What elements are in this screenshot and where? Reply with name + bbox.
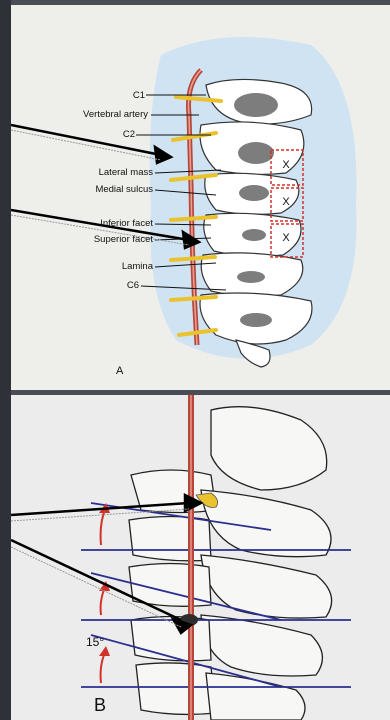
- label-c1: C1: [115, 90, 145, 101]
- label-c6: C6: [109, 280, 139, 291]
- lateral-body-2: [129, 517, 211, 561]
- panel-a-letter: A: [116, 365, 123, 377]
- label-c2: C2: [105, 129, 135, 140]
- lateral-vertebra-4: [201, 615, 322, 676]
- label-medial-sulcus: Medial sulcus: [51, 184, 153, 195]
- angle-label: 15°: [86, 637, 116, 648]
- label-lamina: Lamina: [51, 261, 153, 272]
- panel-b-diagram: 15° B: [11, 395, 390, 720]
- marker-x-1: X: [277, 160, 295, 171]
- label-vertebral-artery: Vertebral artery: [26, 109, 148, 120]
- label-superior-facet: Superior facet: [51, 234, 153, 245]
- lateral-body-4: [131, 617, 211, 661]
- panel-b-illustration: [11, 395, 390, 720]
- panel-a-diagram: C1 Vertebral artery C2 Lateral mass Medi…: [11, 5, 390, 390]
- angle-arrows: [101, 507, 106, 683]
- lateral-vertebra-1: [211, 407, 327, 490]
- lateral-vertebra-3: [201, 555, 332, 618]
- lateral-body-5: [136, 663, 216, 715]
- marker-x-2: X: [277, 197, 295, 208]
- panel-a-illustration: [11, 5, 390, 390]
- panel-b-letter: B: [94, 695, 106, 716]
- marker-x-3: X: [277, 233, 295, 244]
- left-edge-strip: [0, 0, 11, 720]
- label-inferior-facet: Inferior facet: [51, 218, 153, 229]
- arrow-to-lateral-mass: [11, 125, 161, 155]
- label-lateral-mass: Lateral mass: [51, 167, 153, 178]
